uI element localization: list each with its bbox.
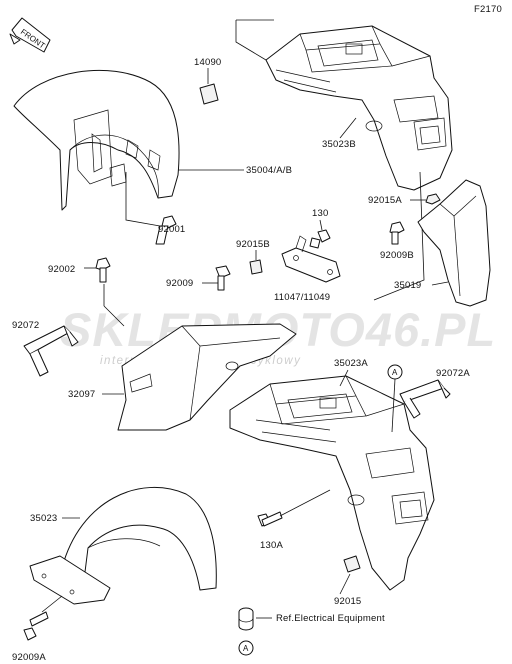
part-14090: [199, 83, 219, 105]
label-92001: 92001: [158, 224, 185, 235]
label-35004: 35004/A/B: [246, 165, 292, 176]
bolt-130: [309, 229, 331, 249]
rear-fender-35023a: [229, 375, 435, 591]
label-92009b: 92009B: [380, 250, 414, 261]
bolt-92009: [215, 265, 231, 291]
strap-92072a: [399, 379, 451, 419]
grommet-ref-electrical: [238, 607, 254, 631]
label-32097: 32097: [68, 389, 95, 400]
front-arrow-icon: FRONT: [9, 17, 51, 53]
figure-code: F2170: [474, 4, 502, 15]
label-35023: 35023: [30, 513, 57, 524]
label-130: 130: [312, 208, 328, 219]
cover-32097: [117, 323, 297, 431]
svg-text:A: A: [392, 368, 398, 377]
bolt-130a: [257, 511, 283, 527]
label-35023b: 35023B: [322, 139, 356, 150]
strap-92072: [23, 325, 79, 377]
front-fender-35004: [13, 69, 180, 211]
nut-92015b: [249, 259, 263, 275]
label-92009a: 92009A: [12, 652, 46, 663]
label-92009: 92009: [166, 278, 193, 289]
label-92072: 92072: [12, 320, 39, 331]
circle-marker-a: A: [387, 364, 403, 380]
label-14090: 14090: [194, 57, 221, 68]
label-35019: 35019: [394, 280, 421, 291]
label-92015: 92015: [334, 596, 361, 607]
mudflap-35019: [417, 179, 491, 307]
bolt-92009b: [389, 221, 405, 245]
svg-text:A: A: [243, 644, 249, 653]
front-fender-35023: [29, 486, 217, 605]
label-92015b: 92015B: [236, 239, 270, 250]
bolt-92009a: [23, 611, 49, 641]
label-11047: 11047/11049: [274, 292, 330, 303]
label-35023a: 35023A: [334, 358, 368, 369]
label-130a: 130A: [260, 540, 283, 551]
rear-fender-35023b: [265, 25, 453, 191]
bolt-92002: [95, 257, 111, 283]
bolt-92001: [155, 215, 177, 245]
grommet-92015: [343, 555, 361, 573]
label-92002: 92002: [48, 264, 75, 275]
nut-92015a: [425, 193, 441, 205]
label-92015a: 92015A: [368, 195, 402, 206]
bracket-11047: [281, 235, 341, 283]
ref-electrical-label: Ref.Electrical Equipment: [276, 613, 385, 624]
circle-marker-a-bottom: A: [238, 640, 254, 656]
label-92072a: 92072A: [436, 368, 470, 379]
